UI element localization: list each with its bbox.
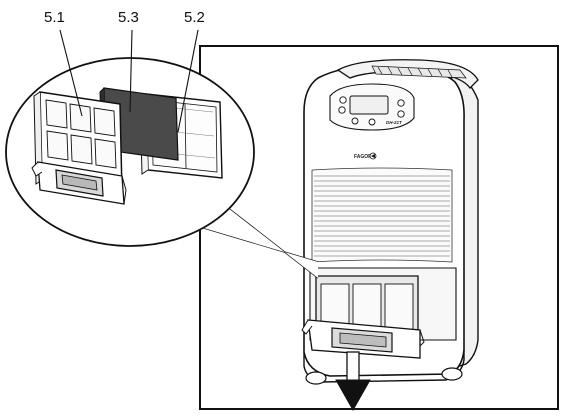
wheel-left — [306, 372, 326, 384]
filter-grid-5-1 — [32, 92, 126, 204]
svg-text:FAGOR: FAGOR — [354, 154, 372, 160]
model-label: DH-21T — [386, 120, 403, 125]
front-louvre-grille — [312, 168, 452, 262]
control-panel: DH-21T — [330, 84, 414, 130]
callout-label-5-1: 5.1 — [44, 9, 65, 26]
panel-button-6 — [398, 111, 404, 117]
panel-button-2 — [339, 107, 345, 113]
panel-button-5 — [398, 100, 404, 106]
panel-button-4 — [369, 119, 375, 125]
callout-label-5-3: 5.3 — [118, 9, 139, 26]
panel-button-1 — [340, 97, 346, 103]
wheel-right — [442, 368, 462, 380]
lcd-display — [350, 96, 388, 114]
panel-button-3 — [352, 118, 358, 124]
callout-label-5-2: 5.2 — [184, 9, 205, 26]
dehumidifier-unit: DH-21T FAGOR — [302, 60, 478, 384]
brand-logo: FAGOR — [354, 153, 376, 160]
